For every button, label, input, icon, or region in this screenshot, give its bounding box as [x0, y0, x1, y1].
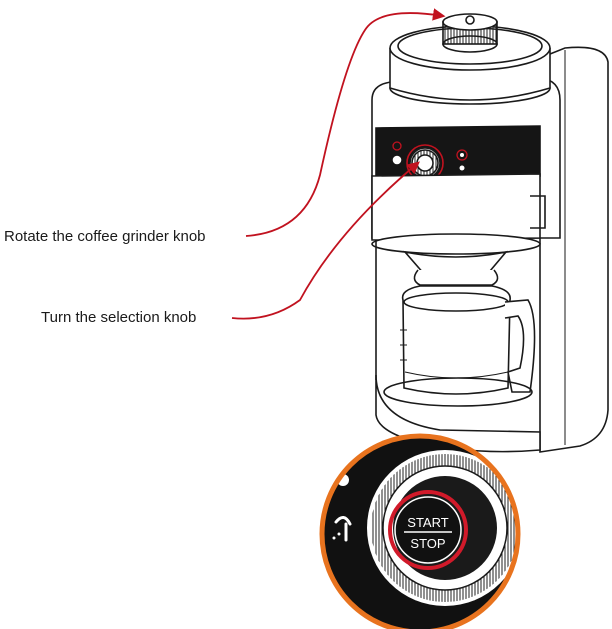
selection-leader-line — [231, 161, 420, 320]
selection-knob-callout: Turn the selection knob — [41, 309, 197, 326]
zoom-ring — [319, 433, 521, 629]
start-stop-button-icon: START STOP — [388, 490, 468, 570]
start-button-label: START — [407, 515, 448, 530]
coffee-maker-illustration — [371, 13, 609, 453]
grinder-leader-line — [245, 8, 446, 237]
grinder-knob-callout: Rotate the coffee grinder knob — [4, 228, 206, 245]
start-stop-zoom-detail: START STOP — [319, 433, 521, 629]
grinder-knob-icon — [442, 13, 498, 53]
stop-button-label: STOP — [410, 536, 445, 551]
